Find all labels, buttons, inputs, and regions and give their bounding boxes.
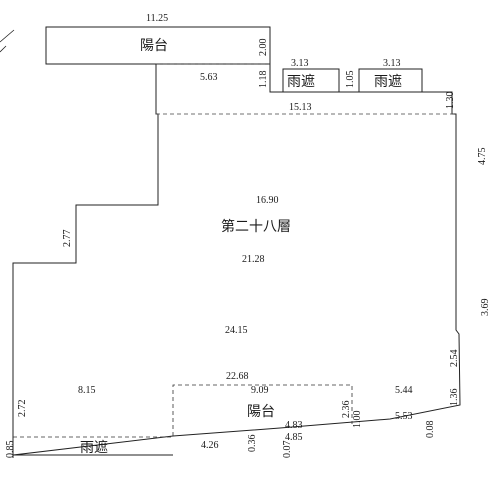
dim-11-25: 11.25 [146, 13, 168, 24]
dim-0-85: 0.85 [5, 441, 16, 459]
floor-title: 第二十八層 [221, 218, 291, 235]
dim-2-36: 2.36 [341, 401, 352, 419]
dim-1-30: 1.30 [445, 92, 456, 110]
dim-8-15: 8.15 [78, 385, 96, 396]
dim-1-05: 1.05 [345, 71, 356, 89]
dim-3-69: 3.69 [480, 299, 491, 317]
dim-2-77: 2.77 [62, 230, 73, 248]
dim-1-18: 1.18 [258, 71, 269, 89]
dim-1-36: 1.36 [449, 389, 460, 407]
dim-3-13-b: 3.13 [383, 58, 401, 69]
balcony-top-label: 陽台 [140, 38, 168, 54]
dim-5-44: 5.44 [395, 385, 413, 396]
dim-5-63: 5.63 [200, 72, 218, 83]
dim-24-15: 24.15 [225, 325, 248, 336]
floor-outline [12, 64, 461, 456]
dim-4-85: 4.85 [285, 432, 303, 443]
dim-0-08: 0.08 [425, 421, 436, 439]
canopy-2-label: 雨遮 [374, 74, 402, 90]
canopy-2-outline [358, 68, 423, 93]
dim-2-72: 2.72 [17, 400, 28, 418]
canopy-1-outline [282, 68, 340, 93]
balcony-bottom-outline [172, 384, 353, 436]
canopy-1-label: 雨遮 [287, 74, 315, 90]
dim-2-00: 2.00 [258, 39, 269, 57]
dim-0-36: 0.36 [247, 435, 258, 453]
dim-3-13-a: 3.13 [291, 58, 309, 69]
dim-0-07: 0.07 [282, 441, 293, 459]
dim-4-83: 4.83 [285, 420, 303, 431]
dim-9-09: 9.09 [251, 385, 269, 396]
dim-4-75: 4.75 [477, 148, 488, 166]
balcony-bottom-label: 陽台 [247, 404, 275, 420]
dim-22-68: 22.68 [226, 371, 249, 382]
dim-4-26: 4.26 [201, 440, 219, 451]
dim-21-28: 21.28 [242, 254, 265, 265]
dim-15-13: 15.13 [289, 102, 312, 113]
corner-mark [0, 29, 15, 53]
dim-16-90: 16.90 [256, 195, 279, 206]
dim-1-00: 1.00 [352, 411, 363, 429]
dim-2-54: 2.54 [449, 350, 460, 368]
dim-5-53: 5.53 [395, 411, 413, 422]
canopy-bottom-label: 雨遮 [80, 440, 108, 456]
